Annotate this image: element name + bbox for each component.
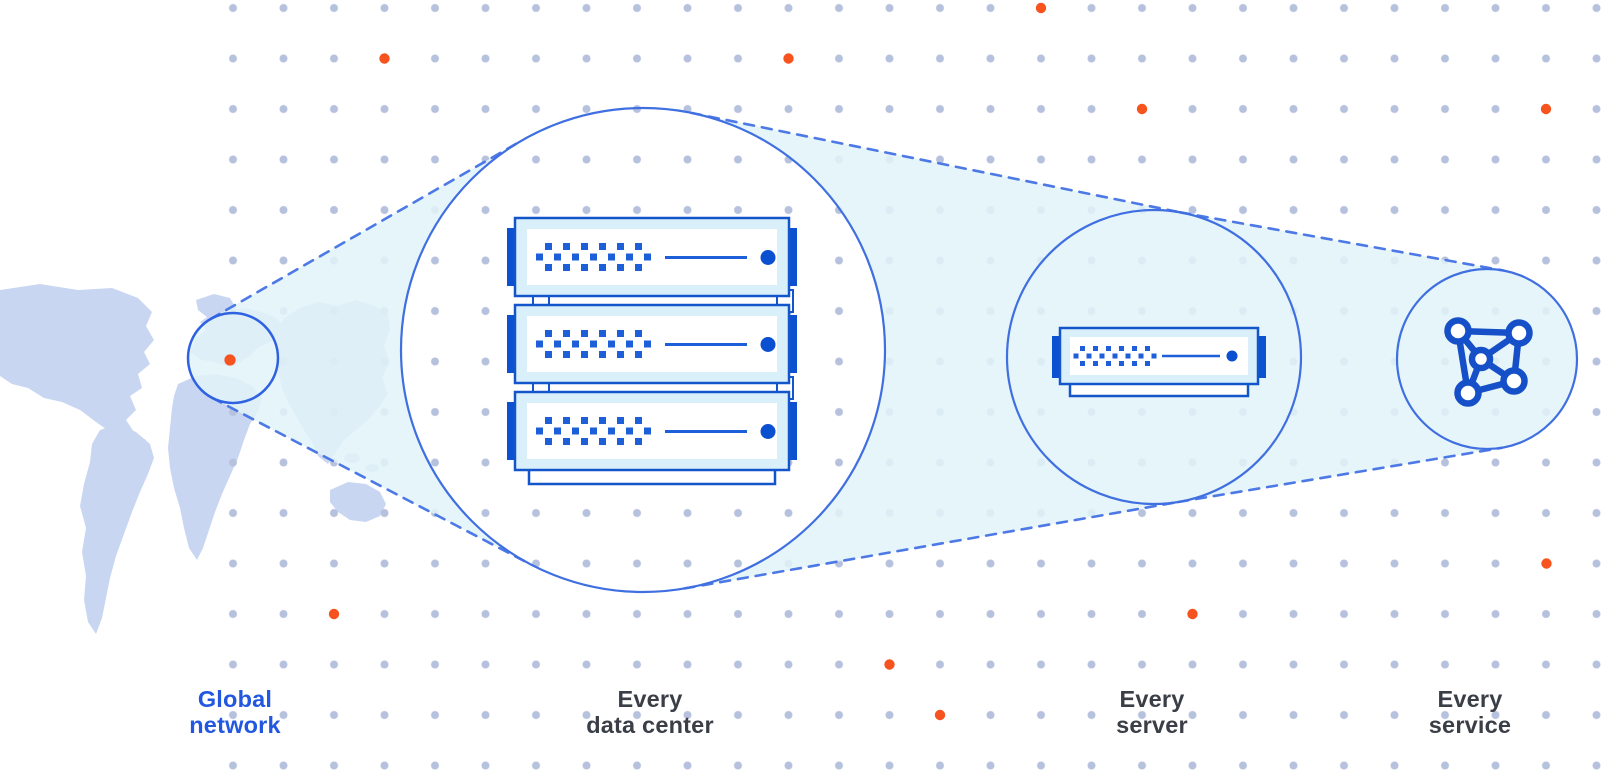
map-highlight-circle bbox=[186, 311, 280, 405]
location-dot-icon bbox=[224, 354, 236, 366]
orange-dot bbox=[328, 608, 340, 620]
continent-south-america bbox=[80, 424, 154, 634]
server-rack-stack-icon bbox=[507, 216, 797, 472]
label-global-network: Global network bbox=[189, 686, 281, 738]
orange-dot bbox=[1540, 103, 1552, 115]
server-unit-icon bbox=[1052, 326, 1266, 398]
orange-dot bbox=[884, 659, 895, 670]
dashed-line bbox=[689, 111, 1185, 215]
orange-dot bbox=[934, 709, 946, 721]
orange-dot bbox=[1187, 608, 1198, 620]
label-every-data-center: Every data center bbox=[586, 686, 714, 738]
dashed-line bbox=[210, 396, 533, 566]
orange-dots bbox=[328, 2, 1552, 721]
dashed-line bbox=[683, 500, 1181, 590]
server-unit-1 bbox=[507, 216, 797, 298]
label-every-server: Every server bbox=[1116, 686, 1188, 738]
orange-dot bbox=[379, 53, 390, 64]
zoom-beams bbox=[188, 112, 1578, 589]
orange-dot bbox=[783, 53, 794, 64]
dashed-connector-lines bbox=[209, 111, 1505, 590]
dashed-line bbox=[209, 138, 524, 321]
beam-datacenter-to-server bbox=[684, 112, 1301, 589]
service-circle bbox=[1395, 267, 1579, 451]
orange-dot bbox=[1136, 103, 1148, 115]
orange-dot bbox=[1541, 558, 1552, 569]
label-every-service: Every service bbox=[1428, 686, 1512, 738]
server-unit-2 bbox=[507, 303, 797, 385]
continent-north-america bbox=[0, 284, 154, 450]
mesh-network-icon bbox=[1444, 317, 1533, 407]
dashed-line bbox=[1177, 446, 1504, 504]
server-circle bbox=[1005, 208, 1303, 506]
server-unit-3 bbox=[507, 390, 797, 472]
beam-server-to-service bbox=[1178, 212, 1578, 503]
data-center-circle bbox=[399, 106, 887, 594]
dashed-line bbox=[1178, 211, 1505, 272]
orange-dot bbox=[1035, 2, 1047, 14]
beam-map-to-datacenter bbox=[188, 140, 531, 565]
